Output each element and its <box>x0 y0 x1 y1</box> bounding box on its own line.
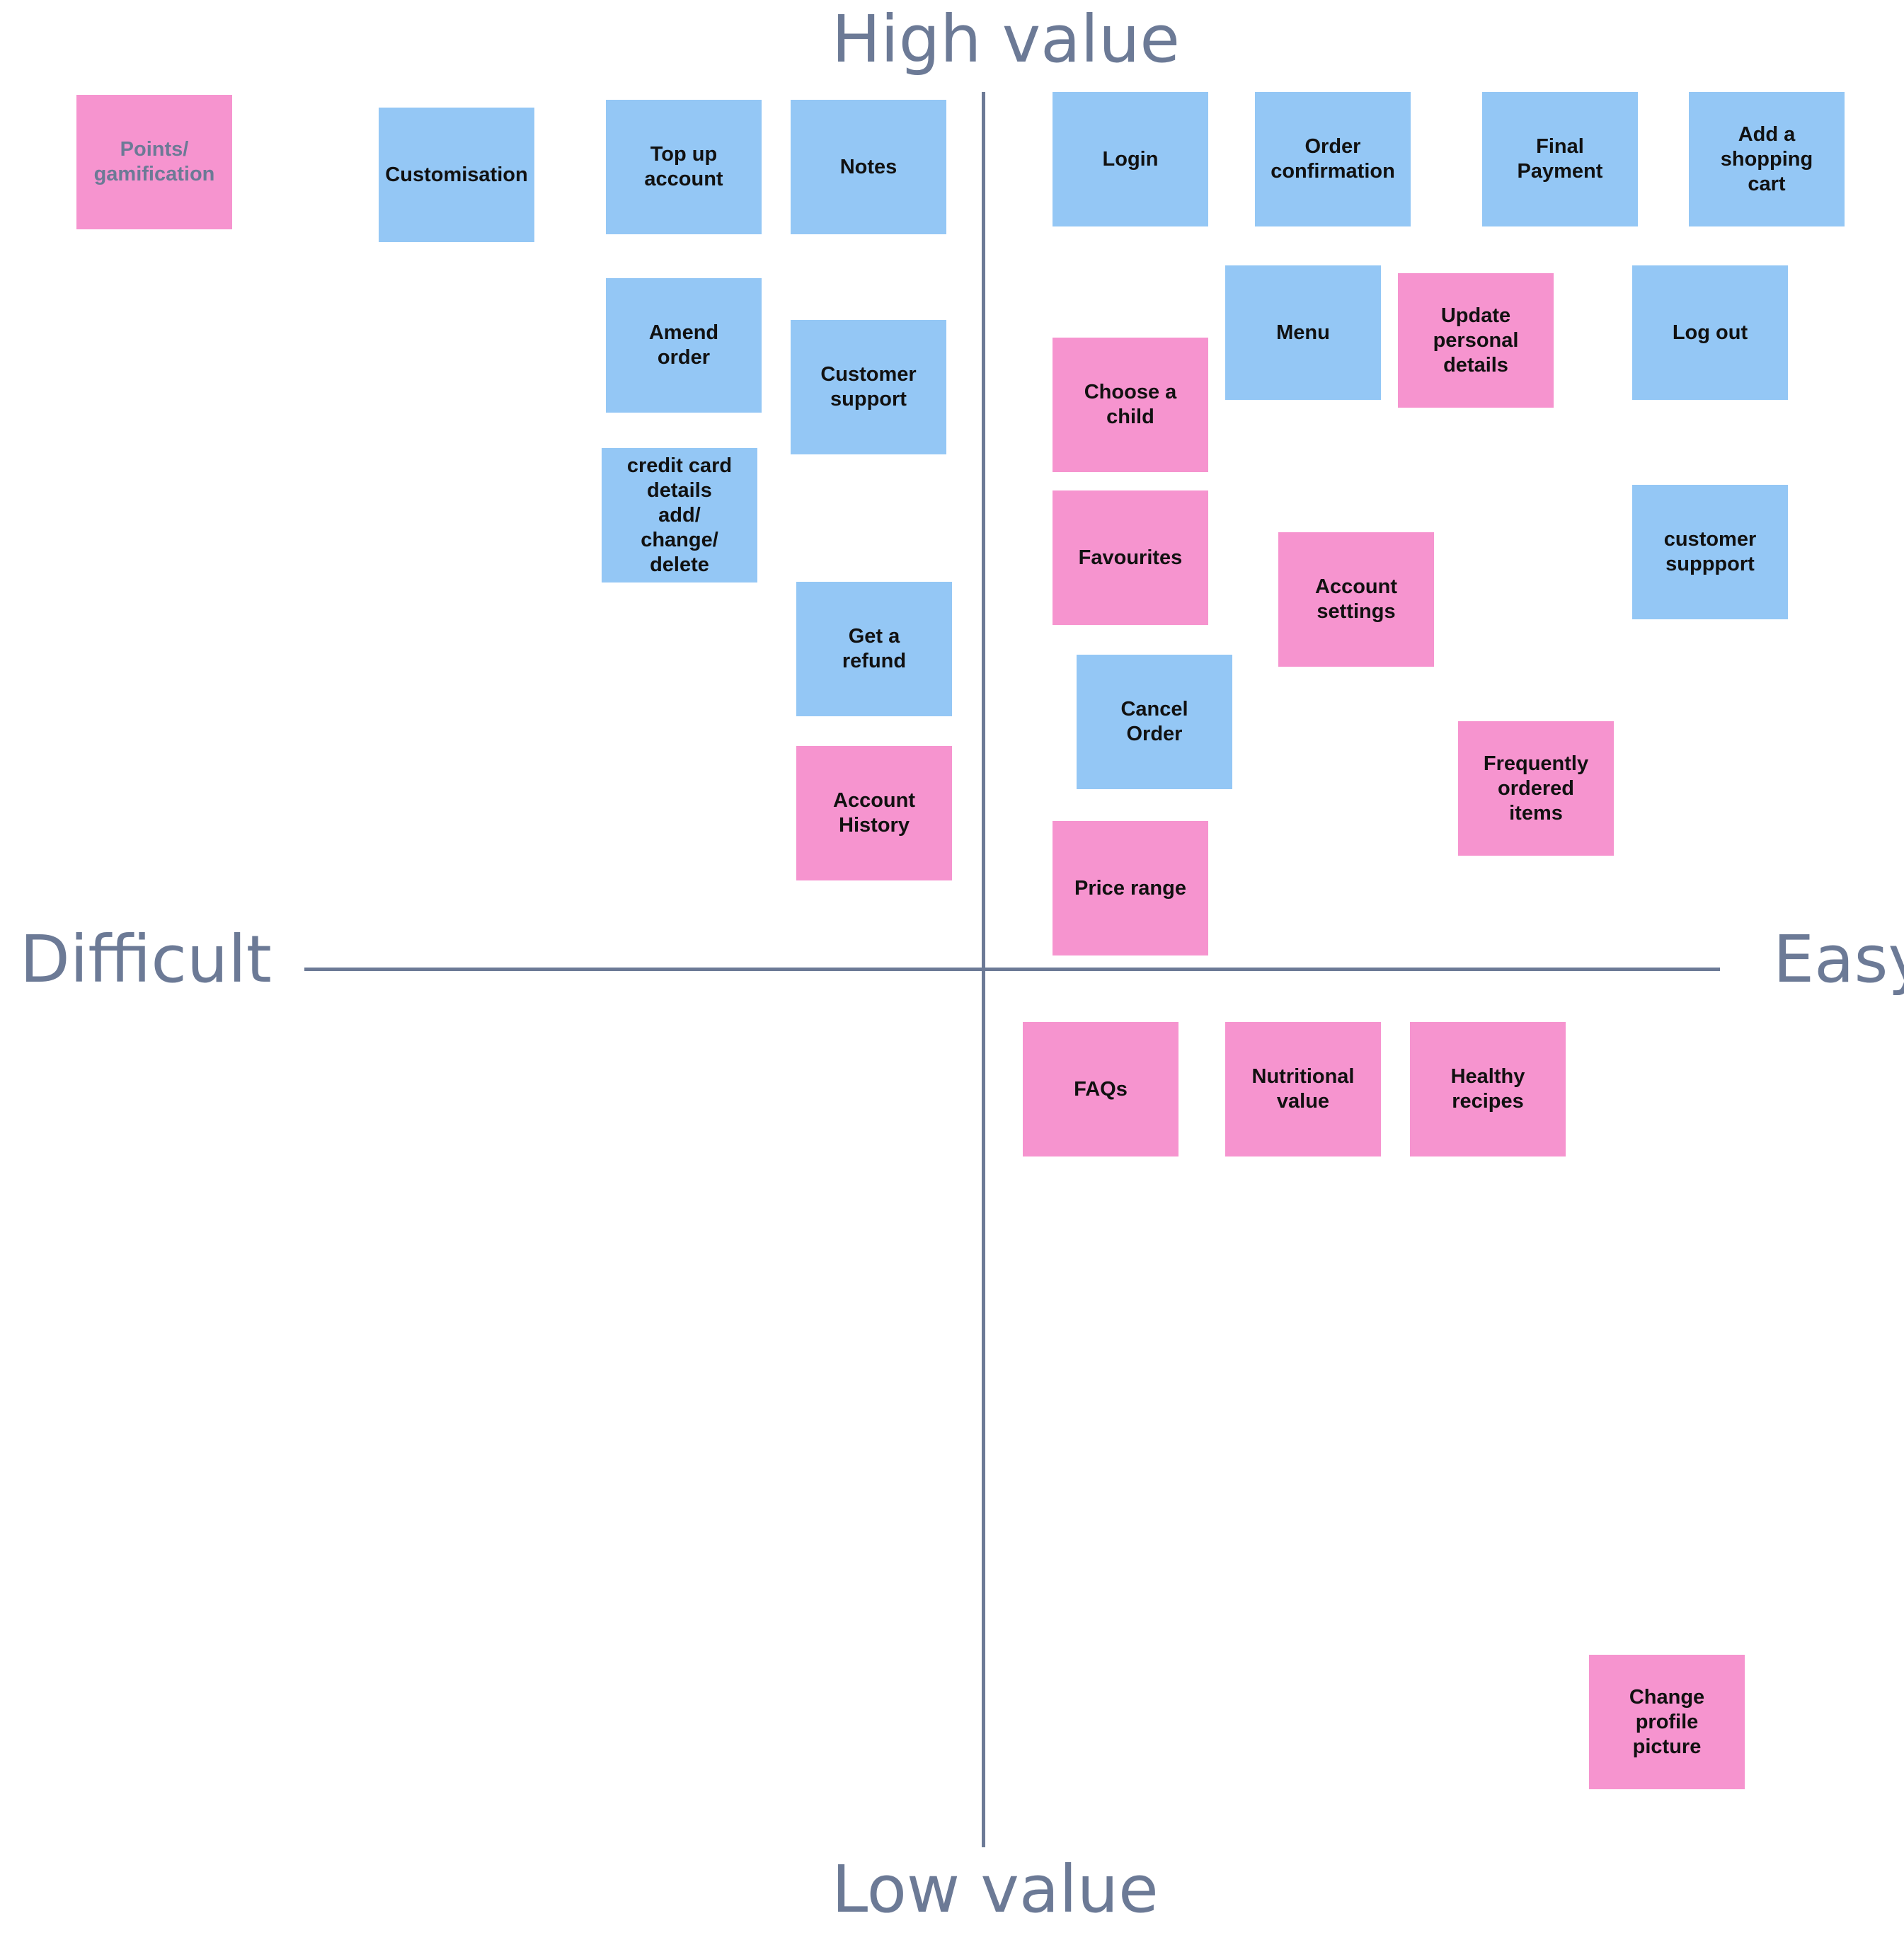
note-price-range[interactable]: Price range <box>1053 821 1208 955</box>
horizontal-axis-line <box>304 968 1720 971</box>
note-faqs[interactable]: FAQs <box>1023 1022 1178 1156</box>
note-customer-suppport[interactable]: customer suppport <box>1632 485 1788 619</box>
note-nutritional-value[interactable]: Nutritional value <box>1225 1022 1381 1156</box>
note-amend-order[interactable]: Amend order <box>606 278 762 413</box>
note-get-a-refund[interactable]: Get a refund <box>796 582 952 716</box>
note-final-payment[interactable]: Final Payment <box>1482 92 1638 226</box>
axis-label-high-value: High value <box>832 1 1180 77</box>
axis-label-difficult: Difficult <box>20 922 272 997</box>
note-top-up-account[interactable]: Top up account <box>606 100 762 234</box>
note-update-personal-details[interactable]: Update personal details <box>1398 273 1554 408</box>
axis-label-easy: Easy <box>1773 922 1904 997</box>
note-choose-a-child[interactable]: Choose a child <box>1053 338 1208 472</box>
note-points-gamification[interactable]: Points/ gamification <box>76 95 232 229</box>
note-account-settings[interactable]: Account settings <box>1278 532 1434 667</box>
note-order-confirmation[interactable]: Order confirmation <box>1255 92 1411 226</box>
note-account-history[interactable]: Account History <box>796 746 952 880</box>
note-customisation[interactable]: Customisation <box>379 108 534 242</box>
note-notes[interactable]: Notes <box>791 100 946 234</box>
note-login[interactable]: Login <box>1053 92 1208 226</box>
note-cancel-order[interactable]: Cancel Order <box>1077 655 1232 789</box>
note-credit-card-details[interactable]: credit card details add/ change/ delete <box>602 448 757 582</box>
note-change-profile-picture[interactable]: Change profile picture <box>1589 1655 1745 1789</box>
note-menu[interactable]: Menu <box>1225 265 1381 400</box>
note-healthy-recipes[interactable]: Healthy recipes <box>1410 1022 1566 1156</box>
note-frequently-ordered-items[interactable]: Frequently ordered items <box>1458 721 1614 856</box>
note-add-shopping-cart[interactable]: Add a shopping cart <box>1689 92 1845 226</box>
note-customer-support[interactable]: Customer support <box>791 320 946 454</box>
note-log-out[interactable]: Log out <box>1632 265 1788 400</box>
axis-label-low-value: Low value <box>832 1852 1159 1927</box>
note-favourites[interactable]: Favourites <box>1053 490 1208 625</box>
